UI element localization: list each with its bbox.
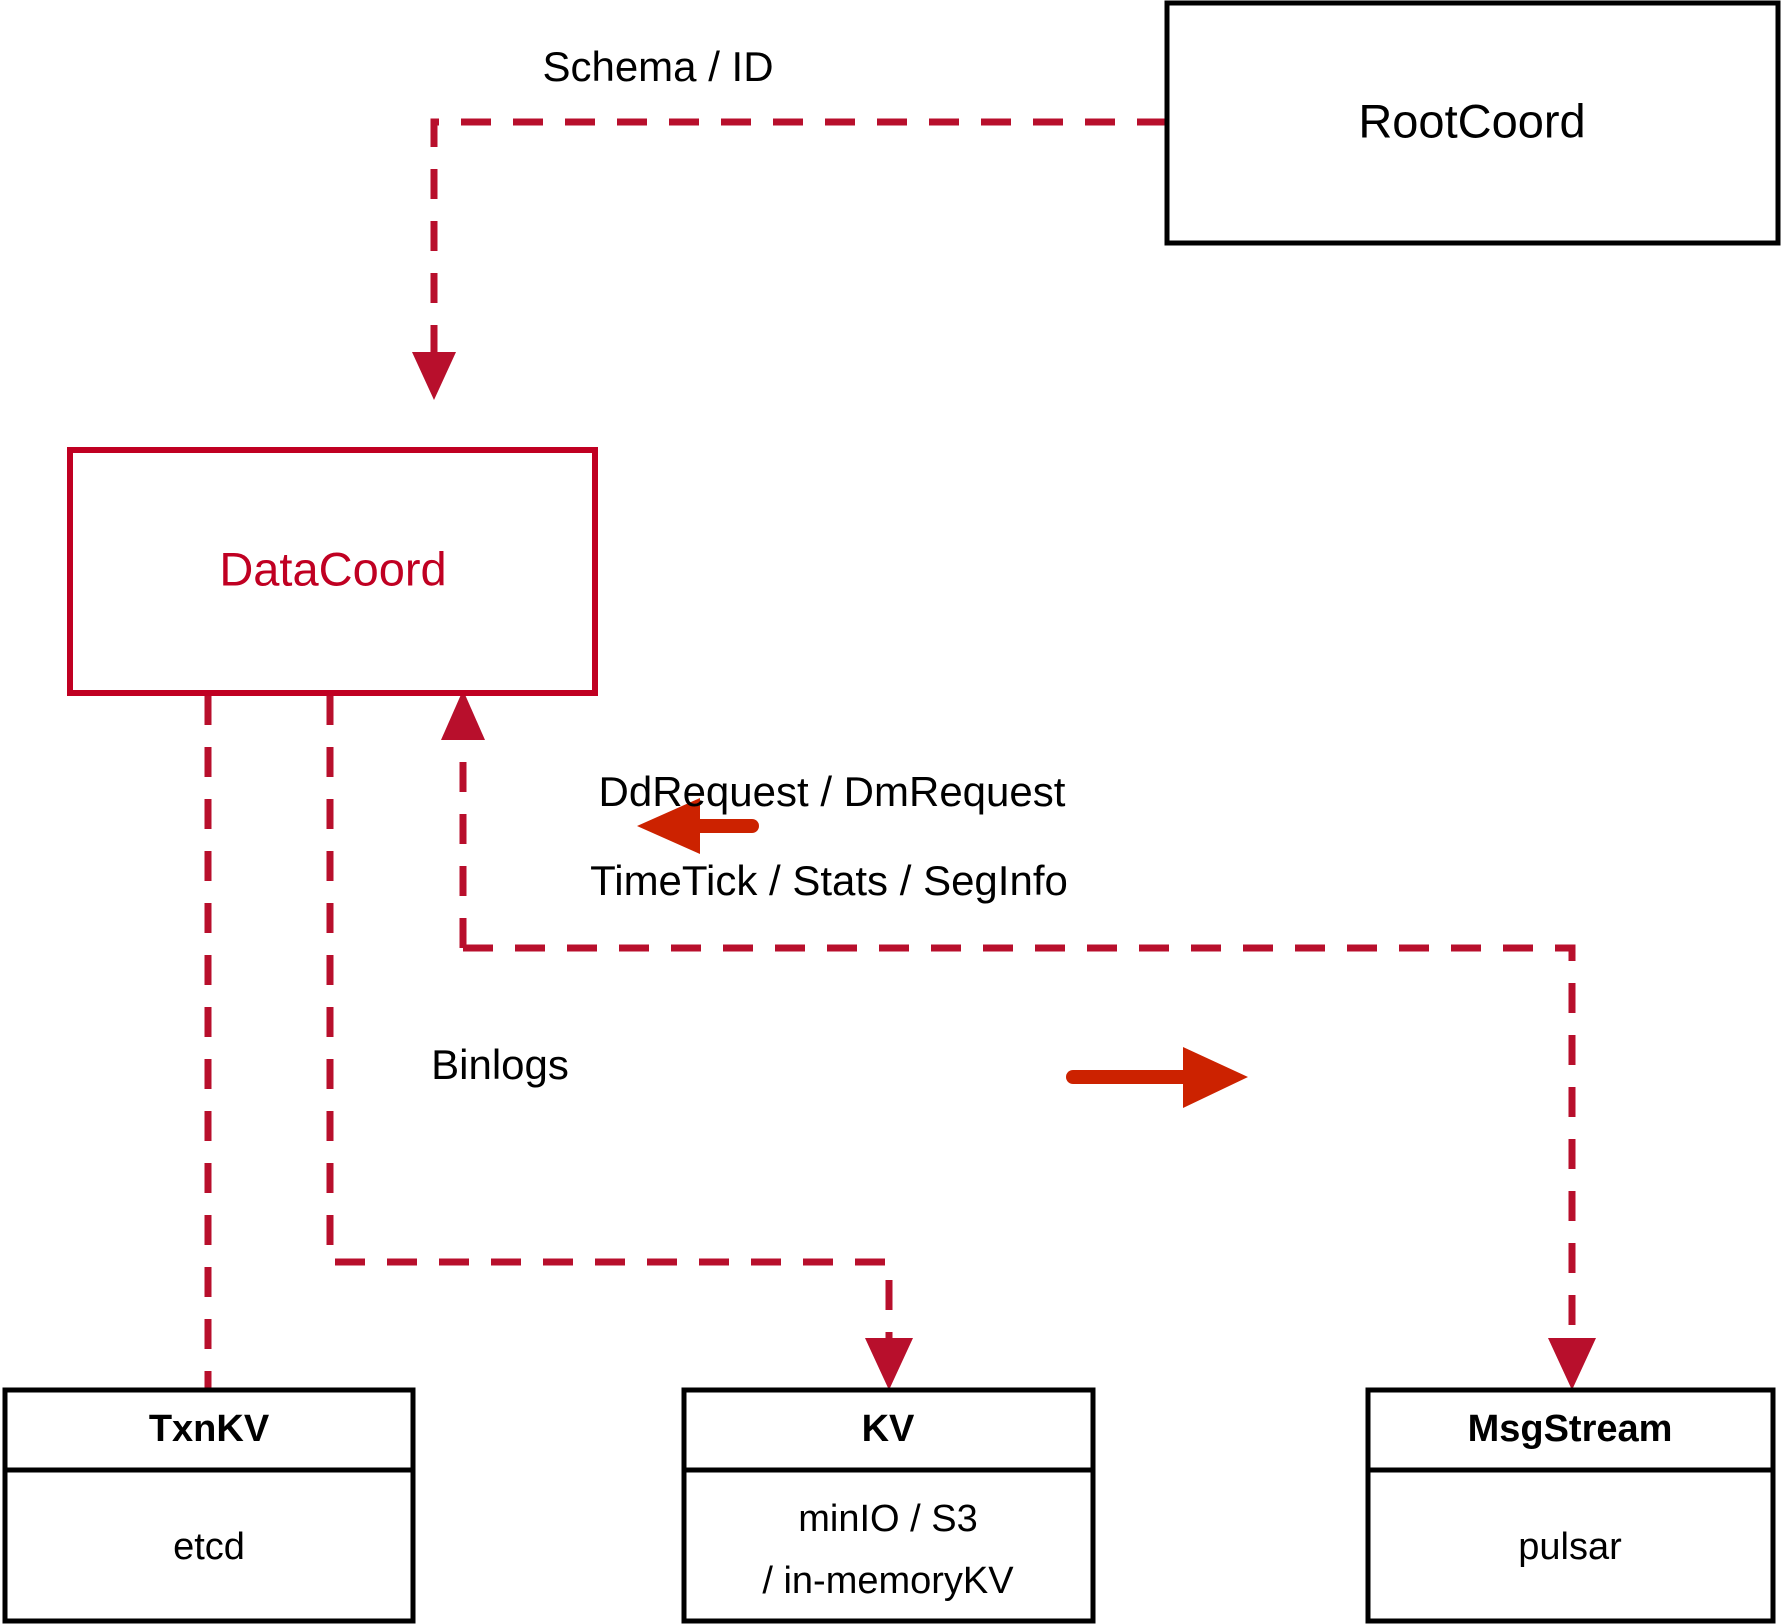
edge-schema-id-path [430,118,1167,368]
edge-msgstream-arrowhead [1548,1338,1596,1390]
node-msgstream-box[interactable] [1365,1387,1776,1624]
right-arrow-icon [1066,1047,1248,1108]
node-kv-box[interactable] [681,1387,1096,1624]
edge-schema-id-arrowhead [412,352,456,400]
node-kv[interactable]: KV minIO / S3 / in-memoryKV [681,1387,1096,1624]
node-datacoord-title: DataCoord [219,542,446,595]
edge-label-timetick-stats-seginfo: TimeTick / Stats / SegInfo [590,857,1068,904]
node-rootcoord-title: RootCoord [1358,94,1585,147]
edge-binlogs-path [326,695,893,1352]
node-txnkv-subtitle: etcd [173,1526,245,1568]
edge-datacoord-arrowhead [441,690,485,740]
edge-msgstream-horizontal-path [463,944,1576,1352]
node-msgstream-subtitle: pulsar [1518,1526,1622,1568]
node-txnkv-box[interactable] [2,1387,416,1624]
edge-label-dd-dm-request: DdRequest / DmRequest [599,768,1066,815]
node-txnkv-title: TxnKV [149,1408,270,1450]
left-arrow-icon [637,798,759,854]
node-datacoord[interactable]: DataCoord [67,447,598,696]
edge-schema-id [412,118,1167,400]
edge-binlogs-arrowhead [865,1338,913,1390]
node-datacoord-box[interactable] [67,447,598,696]
right-arrow-head [1183,1047,1248,1108]
node-msgstream[interactable]: MsgStream pulsar [1365,1387,1776,1624]
node-rootcoord[interactable]: RootCoord [1164,0,1781,246]
node-kv-title: KV [862,1408,915,1450]
node-msgstream-title: MsgStream [1468,1408,1673,1450]
edge-label-binlogs: Binlogs [431,1041,569,1088]
left-arrow-head [637,798,700,854]
node-txnkv[interactable]: TxnKV etcd [2,1387,416,1624]
edge-binlogs [326,695,913,1390]
edge-label-schema-id: Schema / ID [542,43,773,90]
node-rootcoord-box[interactable] [1164,0,1781,246]
edge-msgstream-datacoord [441,690,1596,1390]
node-kv-subtitle-line1: minIO / S3 [798,1498,978,1540]
node-kv-subtitle-line2: / in-memoryKV [762,1560,1014,1602]
